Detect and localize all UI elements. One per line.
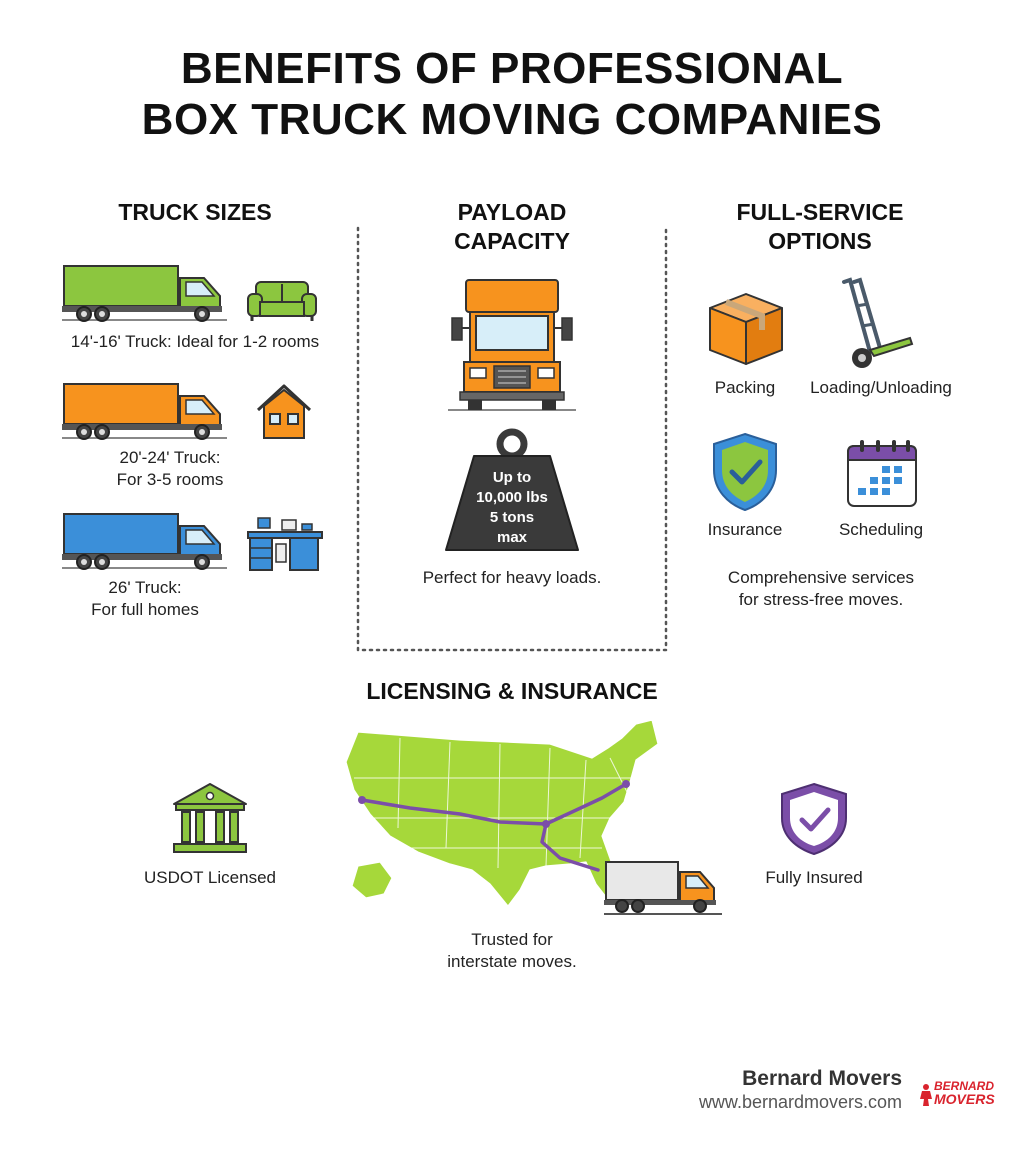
hand-truck-icon bbox=[842, 277, 914, 368]
blue-box-truck-icon bbox=[62, 513, 227, 570]
payload-heading-line-2: CAPACITY bbox=[454, 227, 570, 254]
truck-size-label-2-line-1: 20'-24' Truck: bbox=[119, 448, 221, 467]
page-title: BENEFITS OF PROFESSIONAL BOX TRUCK MOVIN… bbox=[0, 44, 1024, 145]
weight-icon bbox=[445, 428, 579, 551]
full-service-heading-line-2: OPTIONS bbox=[768, 227, 872, 254]
footer-brand: Bernard Movers www.bernardmovers.com bbox=[699, 1066, 902, 1115]
full-service-caption-line-1: Comprehensive services bbox=[727, 568, 915, 587]
weight-text: Up to 10,000 lbs 5 tons max bbox=[444, 468, 580, 548]
green-box-truck-icon bbox=[62, 265, 227, 322]
payload-dotted-border bbox=[356, 226, 668, 652]
logo-text-line-1: BERNARD bbox=[934, 1079, 994, 1093]
truck-sizes-heading: TRUCK SIZES bbox=[118, 199, 272, 225]
payload-heading-line-1: PAYLOAD bbox=[457, 199, 567, 225]
calendar-icon bbox=[847, 440, 917, 507]
government-building-icon bbox=[173, 783, 247, 853]
orange-box-truck-icon bbox=[62, 383, 227, 440]
service-label-insurance: Insurance bbox=[707, 520, 783, 539]
usdot-licensed-label: USDOT Licensed bbox=[144, 868, 276, 887]
service-label-packing: Packing bbox=[714, 378, 776, 397]
weight-line-2: 10,000 lbs bbox=[476, 489, 548, 506]
truck-size-label-3-line-1: 26' Truck: bbox=[108, 578, 182, 597]
full-service-heading: FULL-SERVICE OPTIONS bbox=[690, 198, 950, 256]
truck-size-label-2-line-2: For 3-5 rooms bbox=[116, 470, 224, 490]
title-line-2: BOX TRUCK MOVING COMPANIES bbox=[141, 94, 883, 144]
shield-check-icon bbox=[713, 432, 777, 512]
truck-size-label-3: 26' Truck: For full homes bbox=[50, 577, 240, 621]
semi-truck-front-icon bbox=[448, 279, 576, 411]
box-icon bbox=[709, 293, 783, 365]
company-url[interactable]: www.bernardmovers.com bbox=[698, 1092, 902, 1113]
logo-text-line-2: MOVERS bbox=[934, 1091, 995, 1107]
payload-caption: Perfect for heavy loads. bbox=[422, 568, 602, 587]
logo-text: BERNARD MOVERS bbox=[934, 1080, 995, 1106]
truck-size-label-3-line-2: For full homes bbox=[91, 600, 199, 620]
truck-size-label-1: 14'-16' Truck: Ideal for 1-2 rooms bbox=[70, 332, 320, 351]
fully-insured-shield-icon bbox=[781, 782, 847, 856]
service-label-scheduling: Scheduling bbox=[838, 520, 924, 539]
truck-size-label-2: 20'-24' Truck: For 3-5 rooms bbox=[50, 447, 290, 491]
service-label-loading: Loading/Unloading bbox=[810, 378, 952, 397]
weight-line-3: 5 tons bbox=[489, 509, 535, 526]
full-service-caption: Comprehensive services for stress-free m… bbox=[690, 567, 952, 611]
title-line-1: BENEFITS OF PROFESSIONAL bbox=[180, 44, 844, 93]
licensing-caption-line-1: Trusted for bbox=[471, 930, 553, 949]
sofa-icon bbox=[247, 281, 317, 321]
payload-heading: PAYLOAD CAPACITY bbox=[400, 198, 624, 256]
delivery-truck-icon bbox=[604, 861, 722, 915]
us-map-icon bbox=[345, 719, 659, 907]
licensing-caption-line-2: interstate moves. bbox=[447, 952, 577, 972]
office-desk-icon bbox=[247, 517, 323, 571]
logo-mover-icon bbox=[920, 1084, 932, 1106]
full-service-caption-line-2: for stress-free moves. bbox=[738, 590, 904, 610]
company-name: Bernard Movers bbox=[742, 1067, 902, 1090]
weight-line-1: Up to bbox=[492, 469, 532, 486]
fully-insured-label: Fully Insured bbox=[765, 868, 863, 887]
licensing-heading: LICENSING & INSURANCE bbox=[366, 678, 658, 704]
weight-line-4: max bbox=[496, 529, 528, 546]
licensing-caption: Trusted for interstate moves. bbox=[400, 929, 624, 973]
full-service-heading-line-1: FULL-SERVICE bbox=[736, 199, 904, 225]
house-icon bbox=[256, 384, 312, 439]
